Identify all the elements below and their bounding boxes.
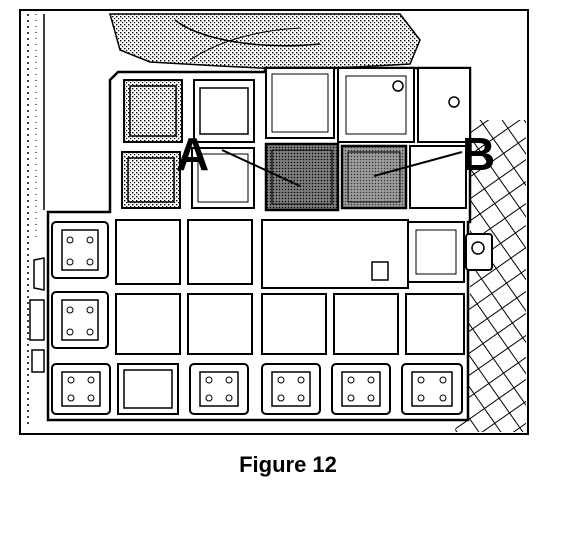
relay-row4-5 [333, 293, 399, 355]
relay-row2-1 [121, 151, 181, 209]
socket-bottom-3 [189, 363, 249, 415]
relay-b-highlighted [340, 144, 408, 210]
wiring-harness-texture [109, 13, 421, 71]
relay-top-1 [123, 79, 183, 143]
socket-row3-1 [51, 221, 109, 279]
relay-top-5 [417, 67, 471, 143]
left-wall-texture [27, 14, 45, 428]
bottom-socket-row [51, 363, 463, 415]
relay-row4-6 [405, 293, 465, 355]
socket-bottom-1 [51, 363, 111, 415]
relay-top-4 [337, 67, 415, 143]
relay-row3-5 [407, 221, 465, 283]
relay-row4-4 [261, 293, 327, 355]
fourth-relay-row [51, 291, 465, 355]
socket-row4-1 [51, 291, 109, 349]
callout-b-leader [373, 151, 463, 177]
socket-bottom-4 [261, 363, 321, 415]
right-mesh-texture [455, 120, 526, 432]
callout-b-label: B [462, 128, 495, 180]
socket-bottom-6 [401, 363, 463, 415]
relay-row4-3 [187, 293, 253, 355]
third-relay-row [51, 219, 493, 289]
callout-a-leader [221, 149, 301, 187]
socket-bottom-5 [331, 363, 391, 415]
relay-top-2 [193, 79, 255, 143]
figure-caption: Figure 12 [239, 452, 337, 477]
relay-row2-5 [409, 145, 467, 209]
socket-bottom-2 [117, 363, 179, 415]
side-clips [29, 257, 45, 373]
callout-a-label: A [176, 128, 209, 180]
relay-row3-2 [115, 219, 181, 285]
second-relay-row [121, 142, 467, 212]
relay-top-3 [265, 67, 335, 139]
top-relay-row [123, 67, 471, 143]
relay-row2-2 [191, 147, 255, 209]
relay-row4-2 [115, 293, 181, 355]
relay-row3-3 [187, 219, 253, 285]
relay-a-highlighted [264, 142, 340, 212]
